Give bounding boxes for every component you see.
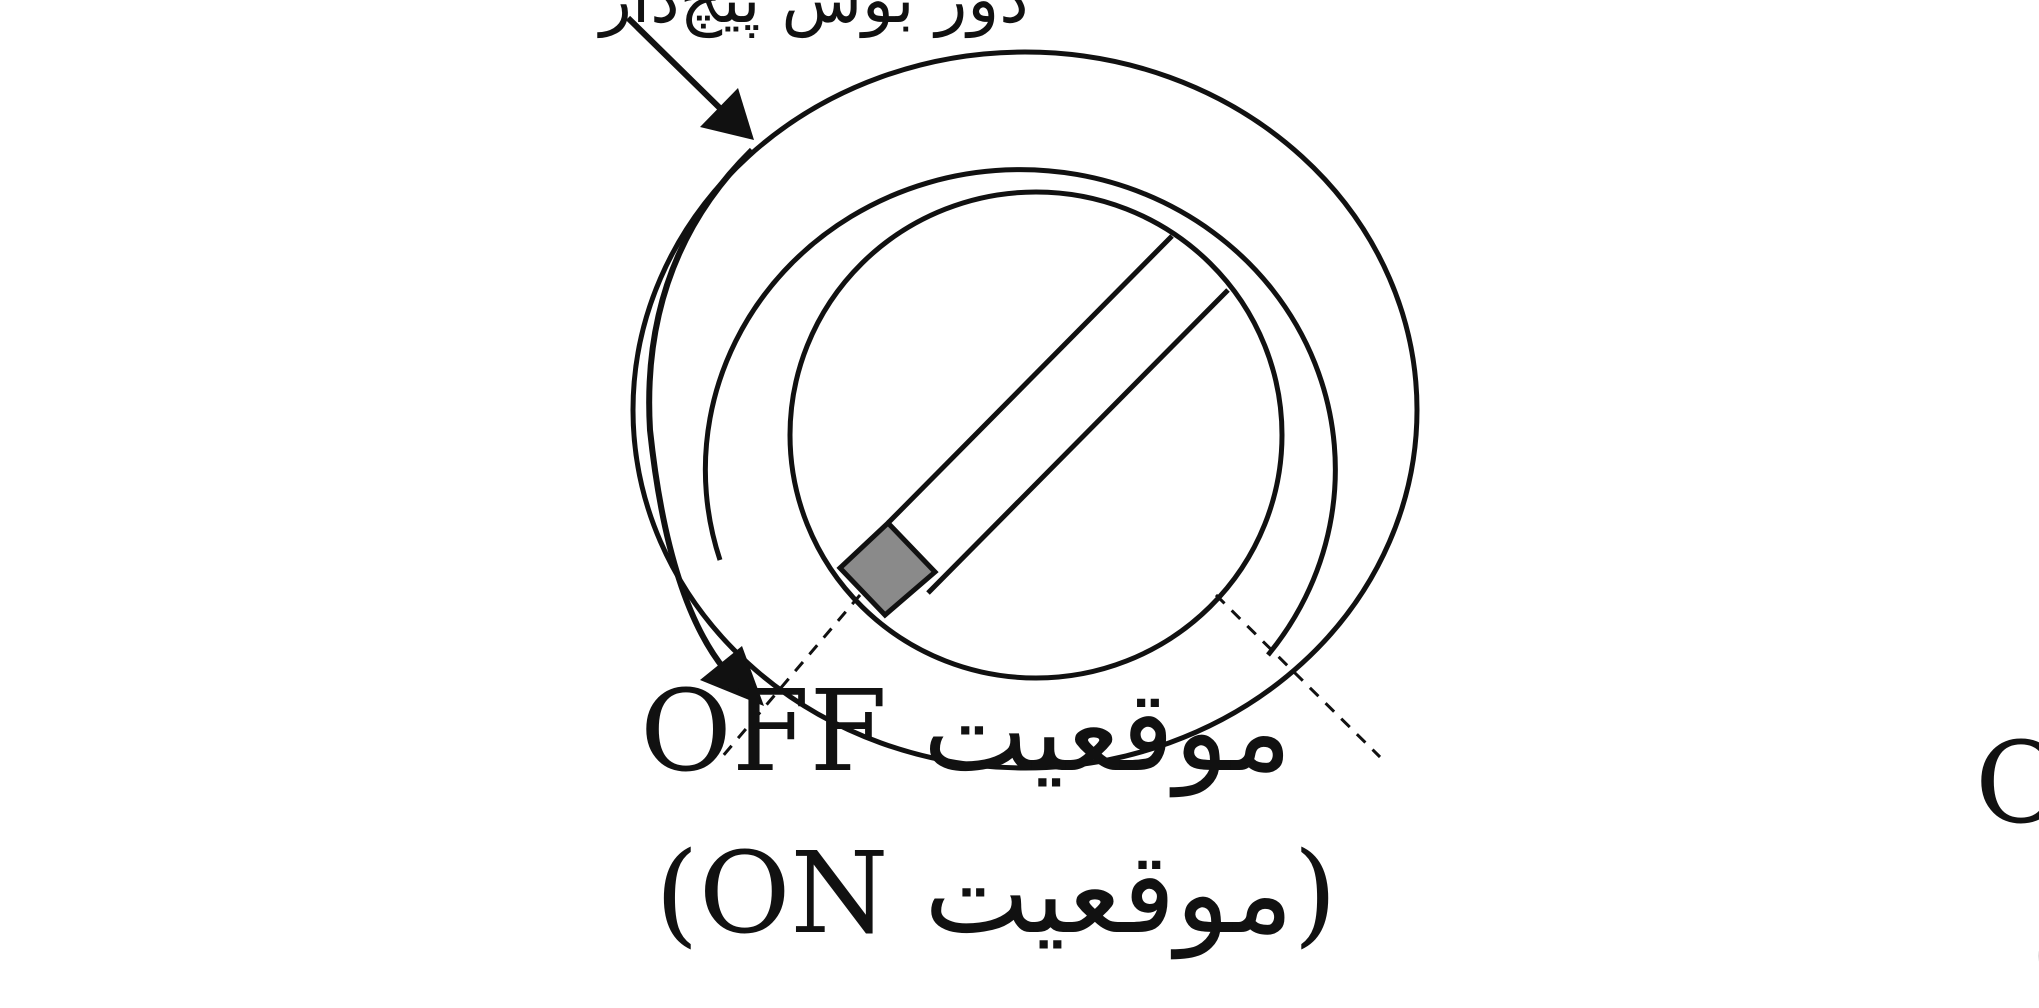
pointer-indicator bbox=[836, 519, 939, 619]
pointer-line-lower bbox=[926, 288, 1230, 595]
off-position-sublabel: (موقعیت ON) bbox=[655, 829, 1337, 960]
rotation-arrow-arc bbox=[646, 147, 755, 672]
on-position-dashed-line bbox=[1214, 593, 1382, 759]
inner-dial bbox=[787, 189, 1285, 681]
on-position-label: موقعیت ON bbox=[1975, 719, 2039, 850]
pointer-line-upper bbox=[886, 234, 1174, 525]
on-position-sublabel: (موقعیت OFF) bbox=[2030, 887, 2039, 1008]
top-label-arrowhead bbox=[700, 88, 754, 140]
top-label-arrow-shaft bbox=[625, 15, 735, 123]
middle-ring bbox=[702, 167, 1338, 657]
off-position-label: موقعیت OFF bbox=[640, 667, 1292, 798]
off-position-dashed-line bbox=[720, 594, 862, 758]
rotation-arrowhead bbox=[700, 646, 764, 706]
top-label: دور بوش پیچ‌دار bbox=[597, 0, 1029, 39]
outer-ring bbox=[630, 49, 1420, 771]
